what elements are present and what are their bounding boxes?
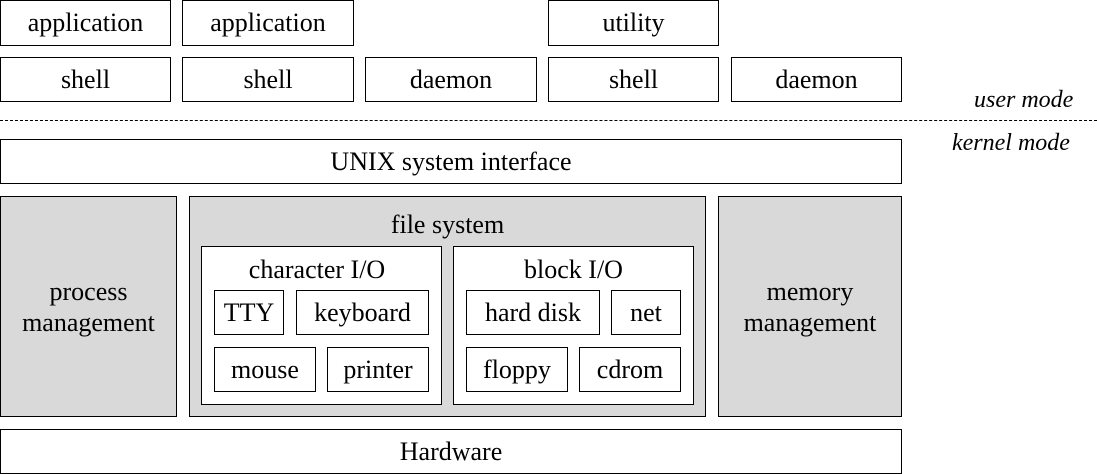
- character-io-label: character I/O: [248, 255, 386, 284]
- mode-divider-line: [0, 120, 1097, 121]
- process-management-label: process management: [22, 276, 155, 338]
- memory-management-line-2: management: [743, 307, 877, 337]
- process-management-line-1: process: [49, 276, 128, 306]
- memory-management-label: memory management: [744, 276, 877, 338]
- process-management-line-2: management: [22, 307, 155, 337]
- hardware-box: Hardware: [0, 429, 902, 474]
- application-box-2: application: [182, 0, 354, 46]
- tty-box: TTY: [214, 290, 284, 335]
- daemon-box-2: daemon: [731, 57, 902, 102]
- user-mode-label: user mode: [974, 87, 1074, 113]
- utility-box: utility: [548, 0, 719, 46]
- net-box: net: [611, 290, 681, 335]
- application-box-1: application: [0, 0, 171, 46]
- floppy-box: floppy: [466, 347, 568, 392]
- block-io-label: block I/O: [524, 255, 623, 284]
- daemon-box-1: daemon: [365, 57, 537, 102]
- system-interface-box: UNIX system interface: [0, 139, 902, 184]
- hard-disk-box: hard disk: [466, 290, 600, 335]
- process-management-box: process management: [0, 196, 177, 417]
- shell-box-2: shell: [182, 57, 354, 102]
- memory-management-line-1: memory: [766, 276, 854, 306]
- shell-box-3: shell: [548, 57, 719, 102]
- keyboard-box: keyboard: [296, 290, 429, 335]
- printer-box: printer: [327, 347, 429, 392]
- memory-management-box: memory management: [718, 196, 902, 417]
- mouse-box: mouse: [214, 347, 316, 392]
- cdrom-box: cdrom: [579, 347, 681, 392]
- shell-box-1: shell: [0, 57, 171, 102]
- kernel-mode-label: kernel mode: [952, 130, 1070, 156]
- file-system-label: file system: [390, 210, 505, 239]
